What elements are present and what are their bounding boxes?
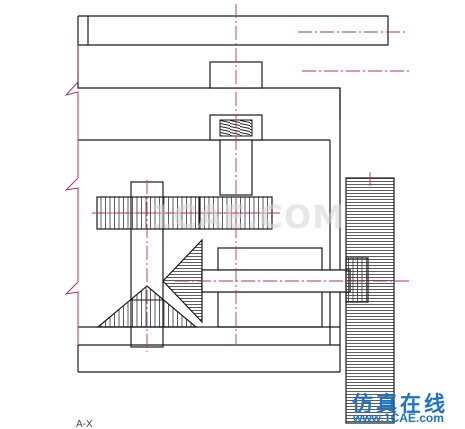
watermark-overlay: 1CAE.COM bbox=[150, 198, 346, 236]
watermark-brand-cn: 仿真在线 bbox=[352, 392, 448, 416]
centerlines bbox=[92, 4, 410, 352]
top-plate bbox=[78, 15, 389, 46]
break-lines bbox=[64, 45, 79, 345]
upper-housing bbox=[77, 45, 341, 120]
small-pinion bbox=[345, 257, 369, 303]
watermark-brand-url: www.1CAE.com bbox=[353, 411, 444, 425]
corner-label: A-X bbox=[76, 419, 93, 429]
